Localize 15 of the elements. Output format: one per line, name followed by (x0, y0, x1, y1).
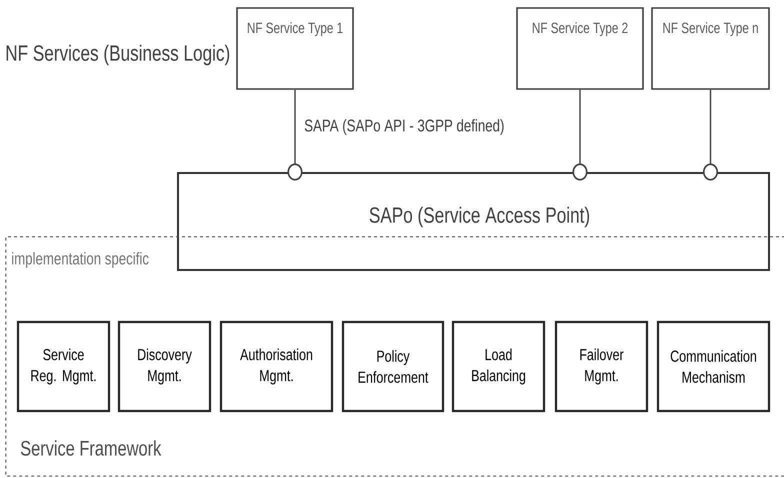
service-type-box: NF Service Type n (651, 7, 770, 90)
function-box: Load Balancing (452, 320, 546, 412)
function-box: Communication Mechanism (656, 320, 770, 412)
access-point-box: SAPo (Service Access Point) (177, 172, 770, 271)
function-box: Policy Enforcement (342, 320, 444, 412)
function-box: Service Reg. Mgmt. (16, 320, 110, 412)
interface-connector (288, 90, 302, 180)
interface-label: SAPA (SAPo API - 3GPP defined) (304, 119, 504, 135)
function-box: Failover Mgmt. (554, 320, 648, 412)
service-type-box: NF Service Type 2 (516, 7, 644, 90)
function-box: Discovery Mgmt. (118, 320, 212, 412)
function-box: Authorisation Mgmt. (220, 320, 334, 412)
service-type-box: NF Service Type 1 (236, 7, 354, 90)
interface-connector (572, 90, 588, 180)
interface-connector (703, 90, 718, 180)
